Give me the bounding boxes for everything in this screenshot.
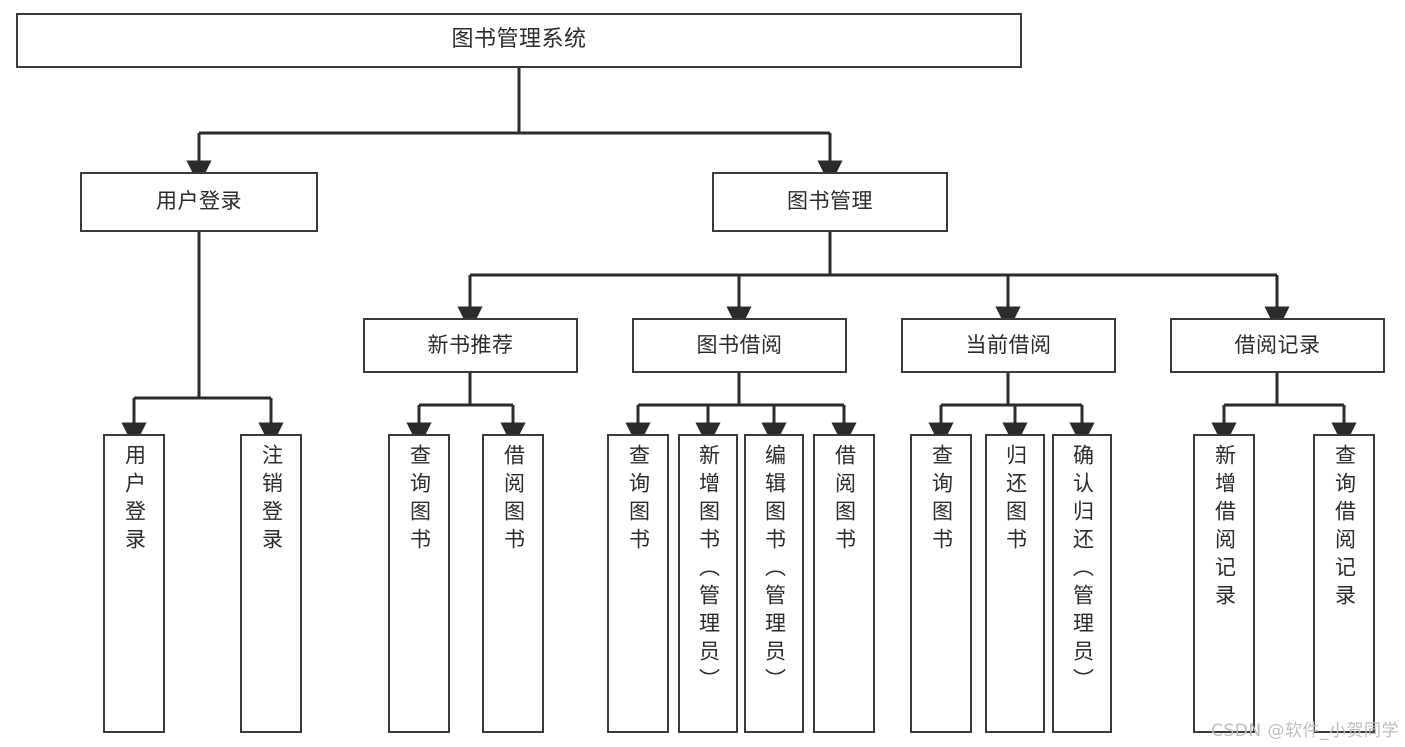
node-leaf-return-book-label: 归还图书 — [1003, 444, 1028, 556]
node-leaf-edit-book-admin[interactable]: 编辑图书（管理员） — [744, 434, 804, 733]
node-leaf-user-login[interactable]: 用户登录 — [103, 434, 165, 733]
node-borrow-record-label: 借阅记录 — [1234, 332, 1321, 357]
node-leaf-user-logout[interactable]: 注销登录 — [240, 434, 302, 733]
node-leaf-query-book-recommend-label: 查询图书 — [407, 444, 432, 556]
node-book-borrow[interactable]: 图书借阅 — [632, 318, 847, 373]
node-leaf-add-book-admin-label: 新增图书（管理员） — [696, 444, 721, 696]
node-leaf-query-book-recommend[interactable]: 查询图书 — [388, 434, 450, 733]
node-leaf-add-borrow-record-label: 新增借阅记录 — [1212, 444, 1237, 612]
node-leaf-query-book-current-label: 查询图书 — [929, 444, 954, 556]
node-new-book-recommend[interactable]: 新书推荐 — [363, 318, 578, 373]
node-leaf-query-book-borrow-label: 查询图书 — [626, 444, 651, 556]
node-leaf-borrow-book-label: 借阅图书 — [832, 444, 857, 556]
node-leaf-user-logout-label: 注销登录 — [259, 444, 284, 556]
node-user-login-label: 用户登录 — [156, 189, 242, 214]
node-user-login[interactable]: 用户登录 — [80, 172, 318, 232]
node-book-borrow-label: 图书借阅 — [696, 332, 783, 357]
node-leaf-add-book-admin[interactable]: 新增图书（管理员） — [678, 434, 738, 733]
node-leaf-add-borrow-record[interactable]: 新增借阅记录 — [1193, 434, 1255, 733]
node-leaf-borrow-book-recommend-label: 借阅图书 — [501, 444, 526, 556]
node-root[interactable]: 图书管理系统 — [16, 13, 1022, 68]
node-leaf-return-book[interactable]: 归还图书 — [985, 434, 1045, 733]
node-leaf-confirm-return-admin-label: 确认归还（管理员） — [1070, 444, 1095, 696]
node-book-management[interactable]: 图书管理 — [712, 172, 948, 232]
node-leaf-user-login-label: 用户登录 — [122, 444, 147, 556]
node-leaf-confirm-return-admin[interactable]: 确认归还（管理员） — [1052, 434, 1112, 733]
node-leaf-query-book-borrow[interactable]: 查询图书 — [607, 434, 669, 733]
node-borrow-record[interactable]: 借阅记录 — [1170, 318, 1385, 373]
node-book-management-label: 图书管理 — [787, 189, 873, 214]
node-current-borrow-label: 当前借阅 — [965, 332, 1052, 357]
csdn-watermark: CSDN @软件_小贺同学 — [1211, 721, 1399, 741]
node-leaf-query-book-current[interactable]: 查询图书 — [910, 434, 972, 733]
node-leaf-edit-book-admin-label: 编辑图书（管理员） — [762, 444, 787, 696]
node-current-borrow[interactable]: 当前借阅 — [901, 318, 1116, 373]
node-leaf-borrow-book[interactable]: 借阅图书 — [813, 434, 875, 733]
node-new-book-recommend-label: 新书推荐 — [427, 332, 514, 357]
node-leaf-query-borrow-record[interactable]: 查询借阅记录 — [1313, 434, 1375, 733]
node-root-label: 图书管理系统 — [451, 27, 587, 53]
node-leaf-borrow-book-recommend[interactable]: 借阅图书 — [482, 434, 544, 733]
node-leaf-query-borrow-record-label: 查询借阅记录 — [1332, 444, 1357, 612]
